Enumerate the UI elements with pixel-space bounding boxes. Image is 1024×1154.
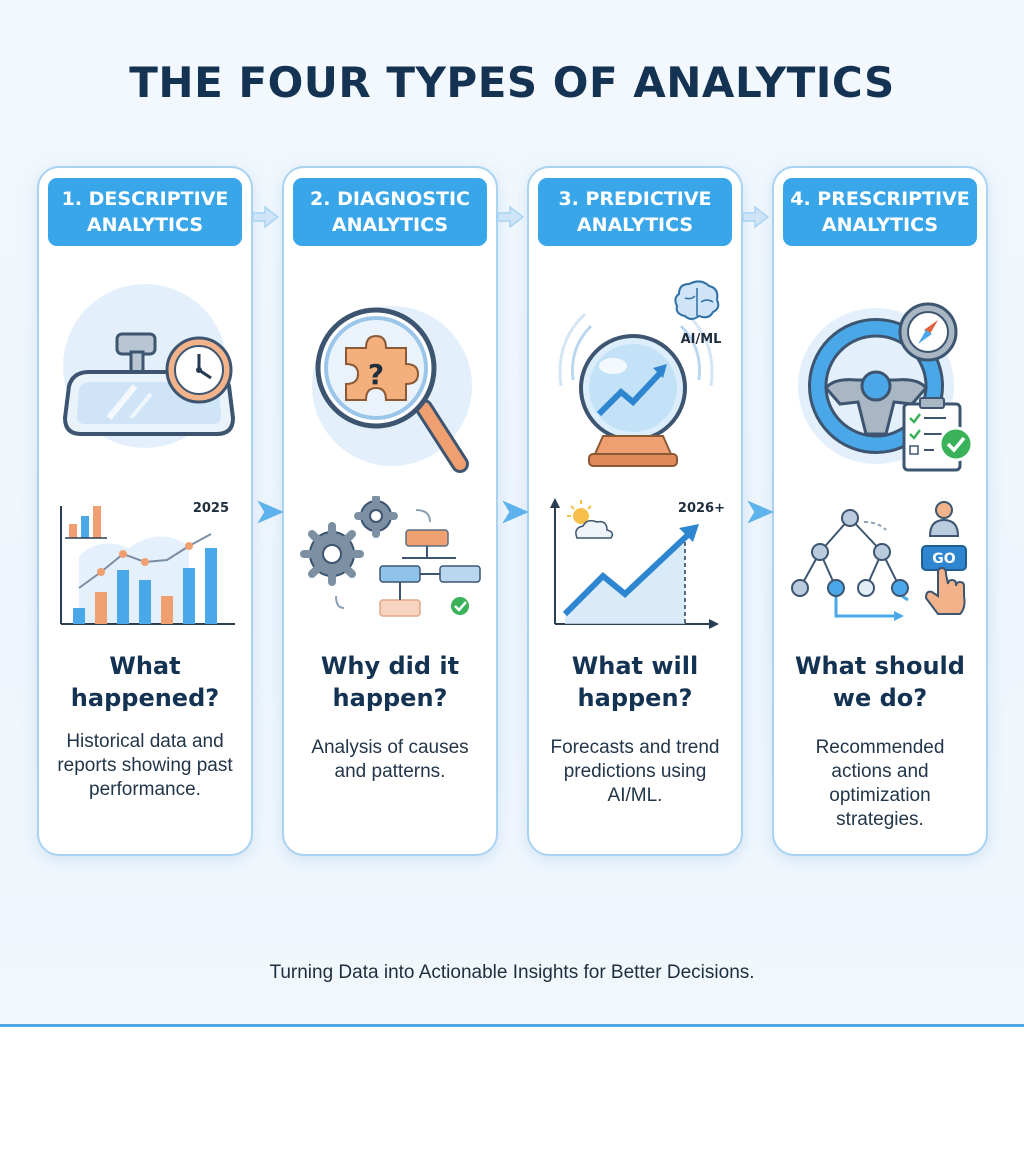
card-predictive: 3. PREDICTIVE ANALYTICS AI/ML: [527, 166, 743, 856]
pointing-hand-icon: [924, 566, 966, 615]
card-header: 4. PRESCRIPTIVE ANALYTICS: [783, 178, 977, 246]
card-prescriptive: 4. PRESCRIPTIVE ANALYTICS: [772, 166, 988, 856]
card-description: Recommended actions and optimization str…: [815, 737, 945, 830]
connector-arrow-icon: [500, 498, 530, 526]
go-button-label: GO: [932, 551, 955, 567]
footer-tagline: Turning Data into Actionable Insights fo…: [269, 962, 755, 983]
steering-wheel-icon: [774, 268, 986, 488]
trend-arrow-chart-icon: 2026+: [529, 496, 741, 636]
compass-icon: [898, 302, 958, 362]
card-header-line1: 4. PRESCRIPTIVE: [790, 188, 970, 210]
chart-year-label: 2025: [193, 501, 229, 516]
card-header-line1: 3. PREDICTIVE: [558, 188, 712, 210]
brain-icon: [674, 280, 720, 320]
user-icon: [928, 501, 960, 537]
magnifying-glass-icon: ?: [284, 268, 496, 488]
gears-flowchart-icon: [284, 496, 496, 636]
ai-ml-badge: AI/ML: [681, 332, 722, 347]
card-description: Historical data and reports showing past…: [57, 731, 233, 800]
card-descriptive: 1. DESCRIPTIVE ANALYTICS: [37, 166, 253, 856]
svg-text:?: ?: [368, 358, 384, 391]
card-header: 3. PREDICTIVE ANALYTICS: [538, 178, 732, 246]
card-diagnostic: 2. DIAGNOSTIC ANALYTICS ?: [282, 166, 498, 856]
checklist-icon: [902, 397, 974, 472]
card-header-line2: ANALYTICS: [576, 214, 694, 236]
card-description: Analysis of causes and patterns.: [311, 737, 469, 782]
card-header-line2: ANALYTICS: [331, 214, 449, 236]
rearview-mirror-icon: [39, 268, 251, 488]
page-title: THE FOUR TYPES OF ANALYTICS: [129, 58, 895, 107]
connector-arrow-icon: [255, 498, 285, 526]
card-description: Forecasts and trend predictions using AI…: [550, 737, 720, 806]
bottom-divider: [0, 1024, 1024, 1027]
card-question: What will happen?: [571, 652, 699, 712]
card-header-line2: ANALYTICS: [86, 214, 204, 236]
connector-arrow-icon: [745, 498, 775, 526]
card-header-line1: 1. DESCRIPTIVE: [61, 188, 229, 210]
crystal-ball-icon: AI/ML: [529, 268, 741, 488]
connector-arrow-icon: [743, 206, 769, 228]
card-question: Why did it happen?: [320, 652, 460, 712]
card-header: 2. DIAGNOSTIC ANALYTICS: [293, 178, 487, 246]
puzzle-piece-icon: ?: [345, 334, 420, 401]
connector-arrow-icon: [498, 206, 524, 228]
connector-arrow-icon: [253, 206, 279, 228]
decision-tree-icon: GO: [774, 496, 986, 636]
card-header-line2: ANALYTICS: [821, 214, 939, 236]
weather-icon: [567, 500, 614, 539]
card-question: What happened?: [70, 652, 220, 712]
card-header: 1. DESCRIPTIVE ANALYTICS: [48, 178, 242, 246]
clock-icon: [165, 336, 233, 404]
bar-line-chart-icon: 2025: [39, 496, 251, 636]
chart-year-label: 2026+: [678, 501, 725, 516]
card-question: What should we do?: [795, 652, 965, 712]
card-header-line1: 2. DIAGNOSTIC: [310, 188, 470, 210]
